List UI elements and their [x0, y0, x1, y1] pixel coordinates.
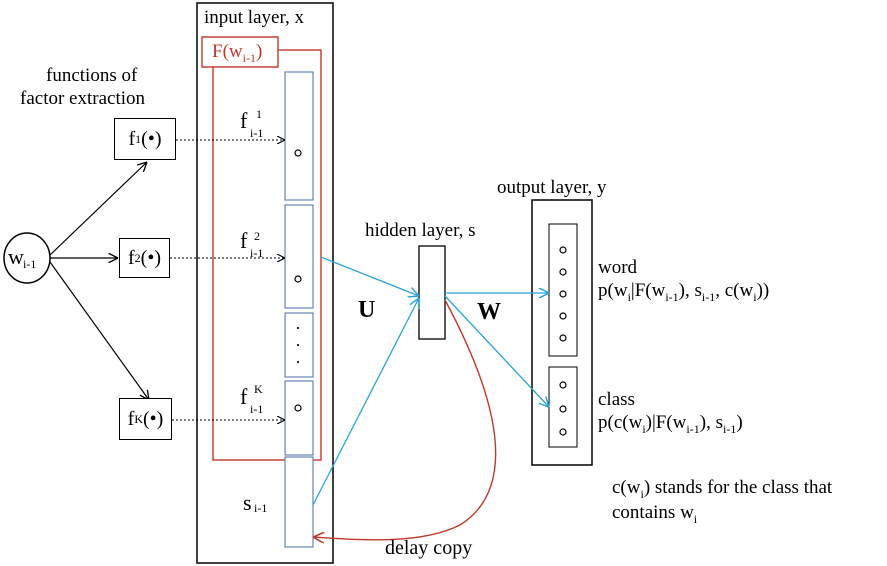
word-output-title: word — [598, 257, 638, 278]
factor-label-1: f 1 i-1 — [240, 107, 264, 140]
functions-label-line2: factor extraction — [20, 88, 146, 109]
factor-vector-1 — [284, 71, 314, 201]
class-note-line2: contains wi — [612, 502, 698, 526]
factor-vector-K — [284, 380, 314, 456]
vertical-ellipsis: · · · — [295, 318, 301, 372]
delay-copy-label: delay copy — [385, 537, 473, 559]
output-layer-label: output layer, y — [497, 177, 607, 198]
factor-label-2: f 2 i-1 — [240, 228, 264, 260]
factor-label-K: f K i-1 — [240, 382, 264, 416]
F-label-red-box — [201, 36, 279, 68]
delay-copy-arrow — [313, 299, 497, 540]
input-layer-box — [196, 2, 334, 564]
F-label: F(wi-1) — [212, 41, 263, 65]
factor-vector-dots — [284, 312, 314, 378]
word-output-units — [559, 246, 567, 342]
hidden-layer-box — [418, 245, 446, 340]
functions-label-line1: functions of — [46, 65, 138, 86]
word-output-formula: p(wi|F(wi-1), si-1, c(wi)) — [598, 280, 770, 304]
class-output-formula: p(c(wi)|F(wi-1), si-1) — [598, 412, 743, 436]
class-output-units — [559, 381, 567, 436]
class-note-line1: c(wi) stands for the class that — [612, 477, 833, 501]
input-layer-label: input layer, x — [204, 7, 305, 28]
W-weight-label: W — [477, 299, 501, 325]
word-output-vector — [548, 223, 578, 357]
state-vector-prev — [284, 456, 314, 548]
hidden-layer-label: hidden layer, s — [365, 220, 476, 241]
class-output-title: class — [598, 389, 635, 410]
U-weight-label: U — [358, 297, 376, 323]
factor-vector-2 — [284, 204, 314, 309]
